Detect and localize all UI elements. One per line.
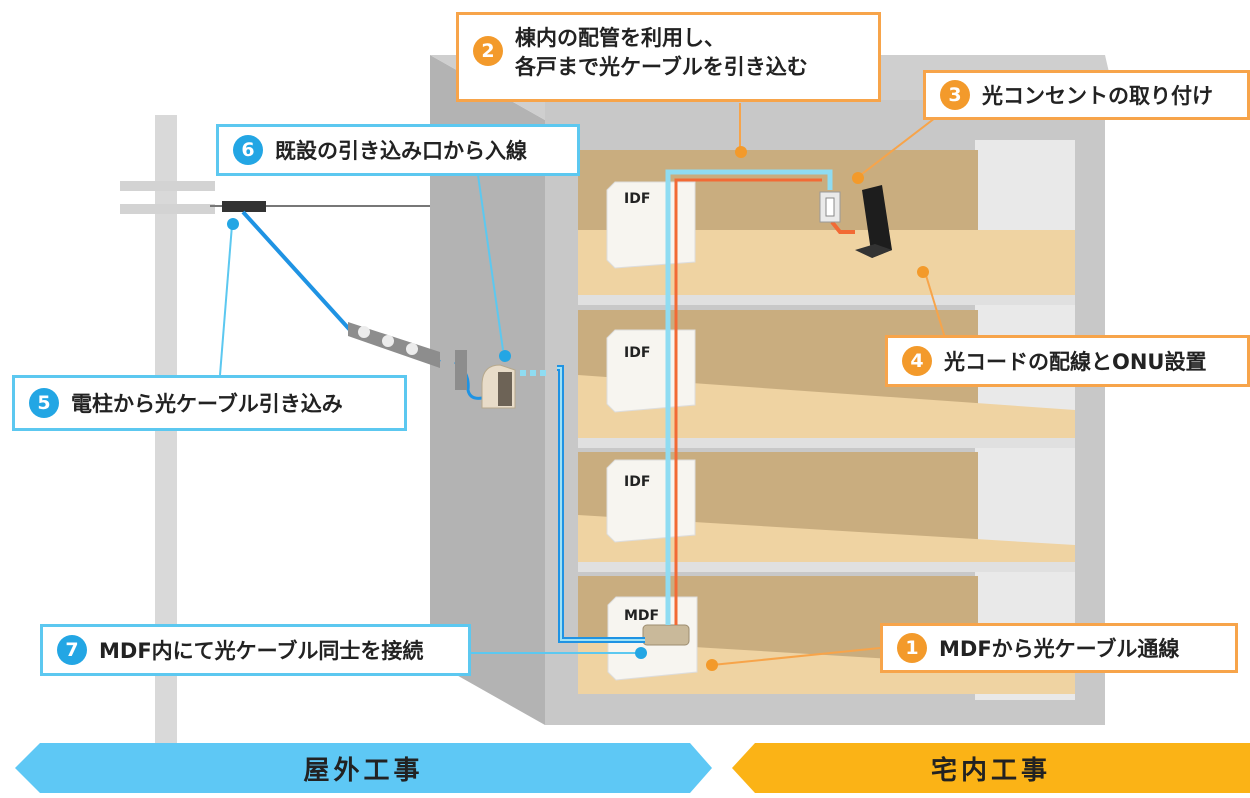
idf-label-top: IDF <box>624 191 651 207</box>
step-7-text: MDF内にて光ケーブル同士を接続 <box>99 639 424 663</box>
callout-step-6: 6 既設の引き込み口から入線 <box>216 124 580 176</box>
step-3-number: 3 <box>940 80 970 110</box>
idf-box-mid <box>606 329 696 413</box>
callout-step-5: 5 電柱から光ケーブル引き込み <box>12 375 407 431</box>
indoor-work-banner: 宅内工事 <box>930 755 1051 786</box>
mdf-label: MDF <box>624 608 660 624</box>
callout-step-7: 7 MDF内にて光ケーブル同士を接続 <box>40 624 471 676</box>
idf-box-low <box>606 459 696 543</box>
step-4-text: 光コードの配線とONU設置 <box>944 350 1207 374</box>
step-6-number: 6 <box>233 135 263 165</box>
callout-step-2: 2 棟内の配管を利用し、 各戸まで光ケーブルを引き込む <box>456 12 881 102</box>
optical-outlet <box>819 191 841 223</box>
step-6-text: 既設の引き込み口から入線 <box>275 139 527 163</box>
indoor-banner-shape <box>732 743 1250 793</box>
step-3-text: 光コンセントの取り付け <box>982 84 1213 108</box>
step-5-number: 5 <box>29 388 59 418</box>
onu-device <box>855 185 892 258</box>
step-5-text: 電柱から光ケーブル引き込み <box>71 392 343 416</box>
outdoor-banner-shape <box>15 743 712 793</box>
step-2-text-line-1: 棟内の配管を利用し、 <box>515 26 725 50</box>
leader-lines <box>219 103 946 671</box>
callout-step-3: 3 光コンセントの取り付け <box>923 70 1250 120</box>
step-4-number: 4 <box>902 346 932 376</box>
step-1-number: 1 <box>897 633 927 663</box>
idf-box-top <box>606 181 696 269</box>
cable-tray <box>348 322 467 390</box>
entry-box <box>481 364 516 409</box>
callout-step-1: 1 MDFから光ケーブル通線 <box>880 623 1238 673</box>
step-1-text: MDFから光ケーブル通線 <box>939 637 1180 661</box>
step-2-number: 2 <box>473 36 503 66</box>
step-7-number: 7 <box>57 635 87 665</box>
callout-step-4: 4 光コードの配線とONU設置 <box>885 335 1250 387</box>
outdoor-work-banner: 屋外工事 <box>303 755 424 786</box>
idf-label-low: IDF <box>624 474 651 490</box>
step-2-text-line-2: 各戸まで光ケーブルを引き込む <box>515 55 808 79</box>
idf-label-mid: IDF <box>624 345 651 361</box>
